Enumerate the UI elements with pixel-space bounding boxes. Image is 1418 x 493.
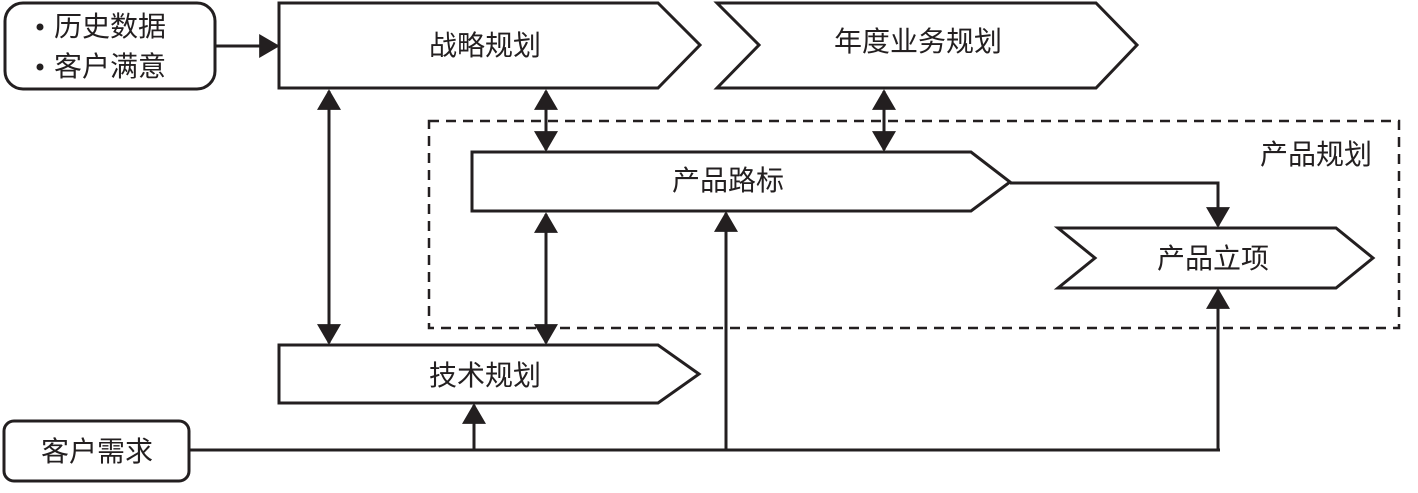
technology-planning-node [277, 343, 702, 405]
product-project-label: 产品立项 [1157, 242, 1269, 275]
strategy-planning-label: 战略规划 [429, 29, 541, 62]
product-roadmap-node [470, 150, 1013, 213]
technology-planning-label: 技术规划 [429, 359, 541, 392]
product-planning-region [427, 119, 1401, 330]
product-roadmap-label: 产品路标 [672, 164, 784, 197]
input-item-customer-satisfaction: 客户满意 [54, 50, 166, 83]
input-item-history-data: 历史数据 [54, 10, 166, 43]
inputs-box [3, 1, 217, 91]
strategy-planning-node [277, 1, 703, 90]
product-project-node [1053, 226, 1376, 290]
product-planning-region-label: 产品规划 [1260, 138, 1372, 171]
bullet-icon [36, 23, 44, 31]
annual-business-planning-node [713, 1, 1140, 90]
bullet-icon [36, 63, 44, 71]
customer-requirements-label: 客户需求 [41, 435, 153, 468]
arrow-roadmap-to-project [1010, 181, 1230, 228]
annual-business-planning-label: 年度业务规划 [834, 25, 1002, 58]
